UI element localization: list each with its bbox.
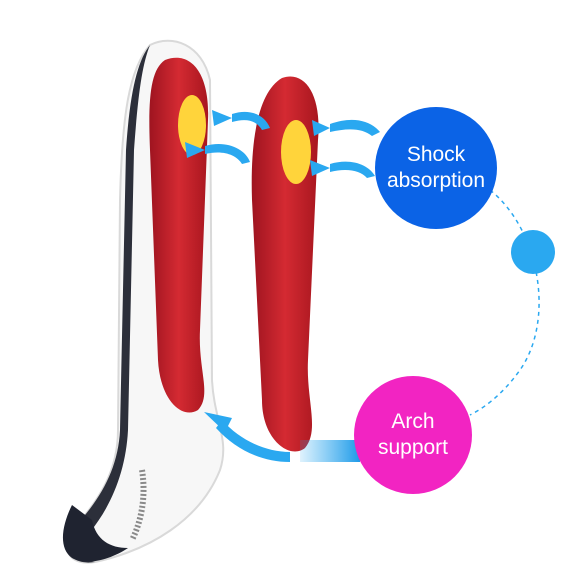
shock-cushion-left	[178, 95, 206, 155]
arch-support-badge: Arch support	[354, 376, 472, 494]
shock-label-line1: Shock	[406, 143, 466, 166]
shock-absorption-badge: Shock absorption	[375, 107, 497, 229]
arch-label-line1: Arch	[391, 410, 435, 433]
shock-cushion-right	[281, 120, 311, 184]
insole-heel	[62, 505, 129, 562]
dashed-connector	[469, 189, 540, 416]
arrow-icon	[300, 440, 360, 462]
shock-label-line2: absorption	[386, 169, 486, 192]
arch-label-line2: support	[377, 436, 449, 459]
arrow-icon	[185, 110, 380, 462]
stitching	[129, 469, 147, 542]
connector-dot-icon	[511, 230, 555, 274]
insole-sole	[66, 45, 150, 563]
